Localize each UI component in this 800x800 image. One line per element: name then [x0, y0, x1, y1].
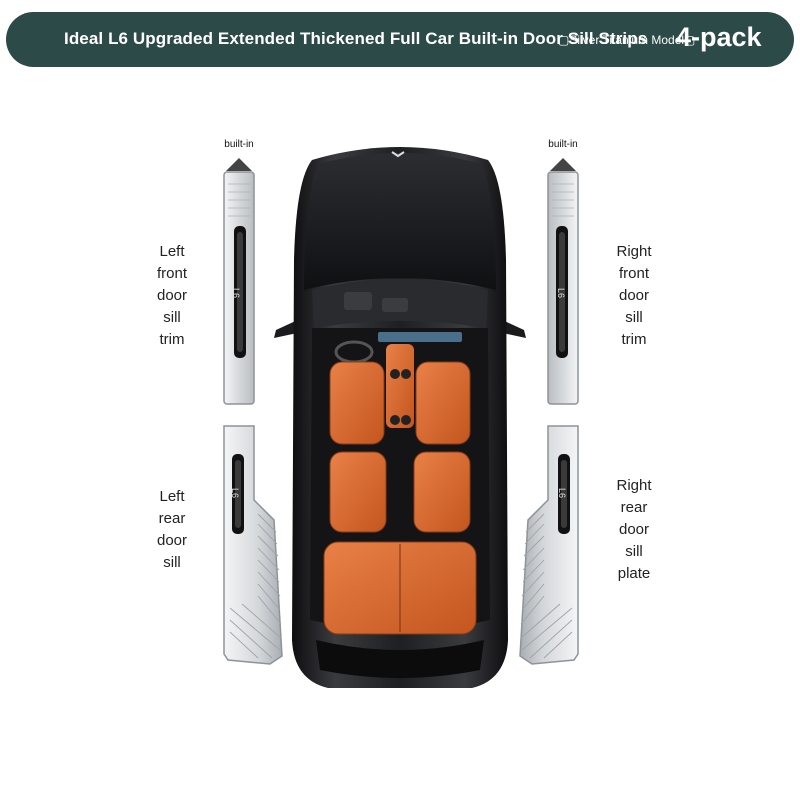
product-title: Ideal L6 Upgraded Extended Thickened Ful… [64, 29, 648, 48]
sill-badge-left-rear: L6 [230, 487, 241, 499]
right-rear-sill-strip [519, 425, 579, 665]
builtin-tag-right: built-in [548, 139, 578, 150]
builtin-pointer-left [226, 158, 252, 171]
sill-badge-left-front: L6 [231, 287, 242, 299]
left-front-sill-strip [223, 171, 255, 405]
builtin-tag-left: built-in [224, 139, 254, 150]
label-right-front: Right front door sill trim [616, 243, 652, 348]
label-left-front: Left front door sill trim [156, 243, 188, 348]
variant-label: ▢Silver Titanium Model▢ [558, 33, 696, 47]
right-front-sill-strip [547, 171, 579, 405]
pack-count: 4-pack [676, 22, 762, 52]
car-top-view [274, 147, 526, 688]
label-left-rear: Left rear door sill [156, 488, 188, 571]
sill-badge-right-front: L6 [556, 287, 567, 299]
left-rear-sill-strip [223, 425, 283, 665]
builtin-pointer-right [550, 158, 576, 171]
header-banner: Ideal L6 Upgraded Extended Thickened Ful… [6, 12, 794, 67]
label-right-rear: Right rear door sill plate [616, 477, 652, 582]
sill-badge-right-rear: L6 [557, 487, 568, 499]
